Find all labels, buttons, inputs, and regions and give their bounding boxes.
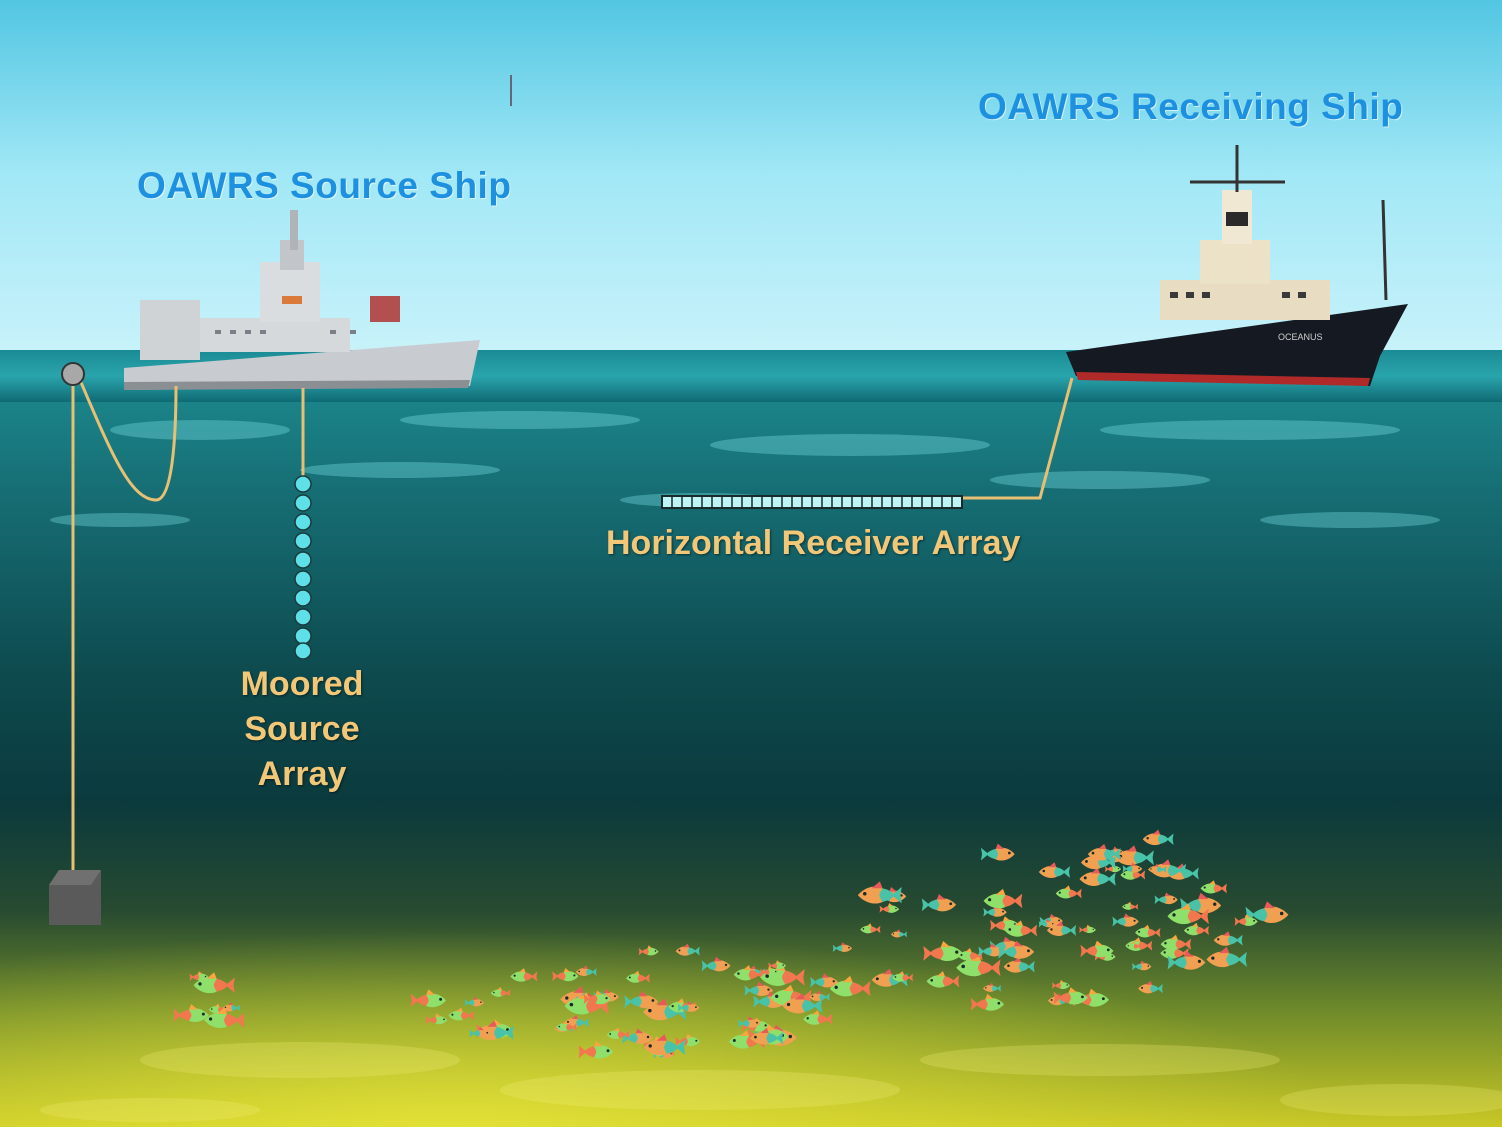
- moored-array-label-line1: Moored: [240, 665, 364, 703]
- moored-array-label-line2: Source: [244, 710, 360, 748]
- receiving-ship-label: OAWRS Receiving Ship: [978, 86, 1404, 127]
- moored-array-label: Moored Source Array: [222, 662, 382, 797]
- svg-text:OCEANUS: OCEANUS: [1278, 332, 1323, 342]
- moored-source-array: [294, 475, 312, 660]
- buoy-tether-cable: [78, 379, 178, 502]
- receiving-ship-icon: OCEANUS: [1066, 145, 1408, 386]
- anchor-weight-icon: [49, 870, 101, 925]
- floor-texture: [40, 1042, 1502, 1122]
- surface-buoy-icon: [61, 362, 85, 386]
- moored-array-label-line3: Array: [257, 755, 347, 793]
- cables: [71, 377, 1074, 872]
- source-ship-label: OAWRS Source Ship: [137, 165, 512, 206]
- horizontal-receiver-array: [661, 495, 963, 509]
- source-ship-icon: [124, 210, 480, 390]
- horizontal-array-label: Horizontal Receiver Array: [606, 524, 1021, 562]
- seafloor-glow: [0, 800, 1502, 1127]
- receiver-tow-cable: [960, 377, 1074, 500]
